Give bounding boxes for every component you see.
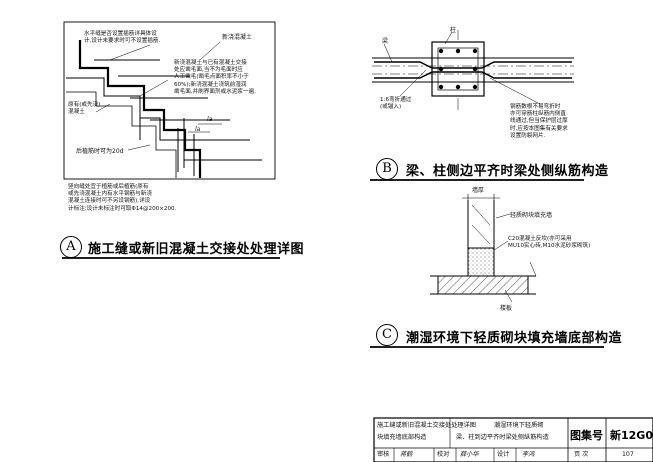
title-block-design-name: 李鸿 [522,451,535,458]
detail-c-label-c20: C20混凝土反坎(亦可采用 MU10实心砖,M10水泥砂浆砌筑) [508,236,591,250]
detail-c-drawing [370,194,604,348]
detail-a-caption: 施工缝或新旧混凝土交接处处理详图 [88,242,305,257]
title-block-review-name: 蒋鹤 [400,451,413,458]
detail-a-dim-la-upper: la [207,116,213,123]
title-block-line1: 施工缝或新旧混凝土交接处处理详图 [377,422,476,429]
title-block-check-name: 薛小华 [460,451,479,458]
detail-a-note-top: 水平缝是否设置插筋详具体设 计,设计未要求时可不设置插筋. [84,31,161,45]
detail-a-dim-la-lower: la [195,126,201,133]
detail-b-label-column: 柱 [450,27,457,34]
detail-b-note: 钢筋数根不易弯折时 亦可穿筋柱纵筋内侧直 线通过,但当保护层过厚 时,应按本图集… [510,104,568,139]
title-block-right2: 梁、柱到边平齐时梁处侧纵筋构造 [456,434,549,441]
detail-c-label-slab: 楼板 [500,305,513,312]
detail-a-note-middle: 新浇混凝土与已有混凝土交接 处应凿毛面,当不为毛面时应 人工凿毛(凿毛点面积率不… [174,60,256,95]
detail-a-label-pour-time: 后植筋时可为20d [76,148,124,155]
detail-b-label-bend: 1:6弯折通过 (或锚入) [380,97,412,111]
title-block-right1: 潮湿环境下轻质砌 [494,422,544,429]
construction-joint-line [78,40,202,178]
title-block-lines [373,417,653,462]
detail-a-label-existing: 原有(或先浇) 混凝土 [68,102,101,116]
column-section [431,41,485,97]
detail-b-label-beam: 梁 [382,38,389,45]
title-block-review-label: 审核 [377,451,390,458]
floor-slab [437,275,529,295]
detail-b-caption: 梁、柱侧边平齐时梁处侧纵筋构造 [406,164,609,179]
detail-c-label-light-block: 轻质砌块填充墙 [510,212,553,219]
title-block-check-label: 校对 [437,451,450,458]
detail-c-marker: C [376,324,398,346]
title-block-line2: 块填充墙底部构造 [377,434,427,441]
title-block-page-no: 107 [622,451,634,458]
detail-a-label-new-concrete: 新浇混凝土 [222,34,253,41]
title-block-atlas-label: 图集号 [570,429,603,442]
detail-c-label-thickness: 墙厚 [472,187,485,194]
detail-c-caption: 潮湿环境下轻质砌块填充墙底部构造 [406,331,623,346]
detail-a-note-bottom: 竖向缝处宜于植筋或后植筋(原有 或先浇混凝土内有水平钢筋与新浇 混凝土连接时可不… [68,184,177,212]
detail-a-marker: A [60,236,82,258]
detail-b-drawing [370,30,584,181]
title-block-atlas-no: 新12G02 [610,429,653,442]
title-block-page-label: 页 次 [574,451,589,458]
concrete-curb [467,247,495,277]
detail-a-drawing [62,21,280,259]
detail-b-marker: B [376,158,398,180]
title-block-design-label: 设计 [497,451,510,458]
